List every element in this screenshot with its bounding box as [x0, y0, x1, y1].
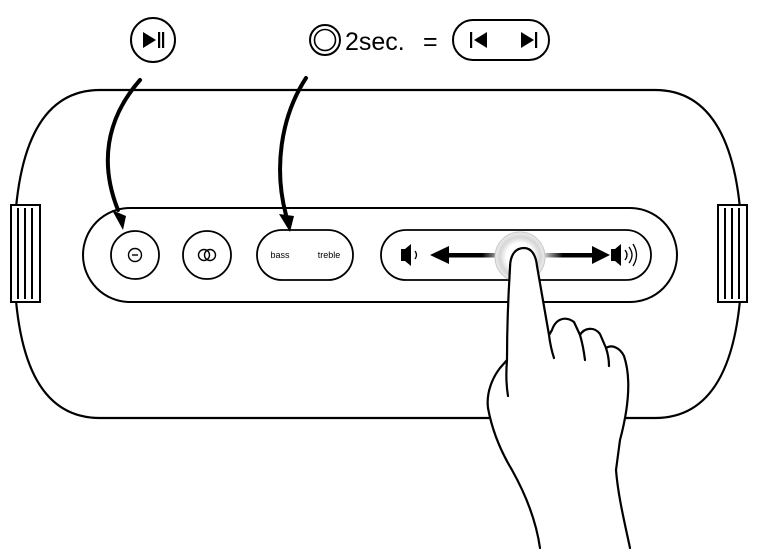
link-button[interactable]	[182, 230, 232, 280]
volume-decrease-arrow	[430, 246, 506, 264]
skip-previous-icon	[470, 32, 487, 48]
pointing-hand-icon	[486, 246, 632, 550]
legend-skip-hint: 2sec. =	[309, 19, 550, 61]
volume-up-icon	[611, 243, 638, 267]
power-button[interactable]	[110, 230, 160, 280]
speaker-right-strap	[717, 204, 748, 303]
eq-button[interactable]: bass treble	[256, 229, 354, 281]
arrow-hold-to-eq	[278, 76, 308, 232]
volume-increase-arrow	[540, 246, 610, 264]
hold-duration-label: 2sec.	[345, 28, 405, 56]
equals-sign: =	[423, 28, 438, 56]
skip-next-icon	[521, 32, 538, 48]
skip-buttons-pill	[452, 19, 550, 61]
speaker-body	[12, 88, 744, 420]
speaker-left-strap	[10, 204, 41, 303]
power-icon	[127, 247, 143, 263]
arrow-play-pause-to-power	[105, 78, 142, 230]
eq-bass-label: bass	[270, 250, 290, 260]
eq-treble-label: treble	[318, 250, 341, 260]
play-pause-icon	[143, 32, 165, 48]
link-icon	[197, 248, 217, 262]
legend-play-pause-button	[130, 17, 176, 63]
volume-down-icon	[401, 244, 418, 266]
double-circle-icon	[309, 24, 341, 56]
